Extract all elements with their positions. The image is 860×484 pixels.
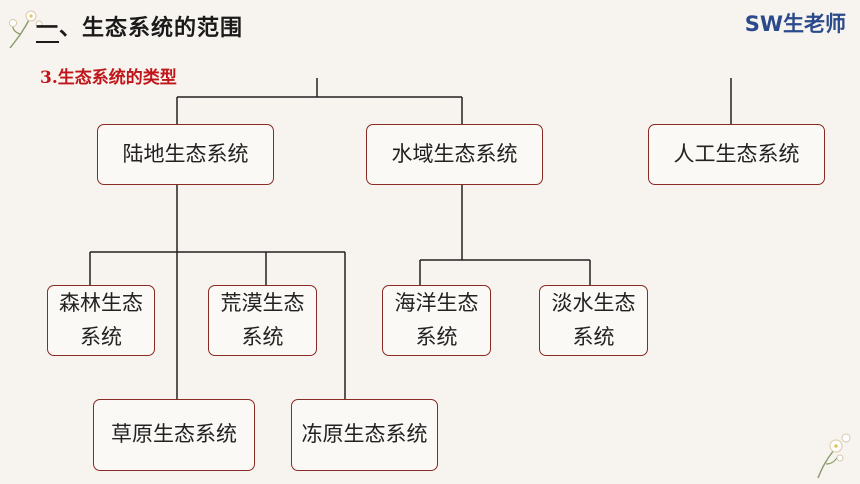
- section-subtitle-text: 生态系统的类型: [57, 68, 177, 88]
- brand-label: SW生老师: [744, 12, 846, 36]
- node-freshwater-line2: 系统: [572, 324, 615, 349]
- node-forest: 森林生态 系统: [47, 285, 155, 356]
- node-tundra-label: 冻原生态系统: [301, 422, 428, 447]
- node-forest-line2: 系统: [80, 324, 122, 349]
- node-marine-line2: 系统: [415, 324, 458, 349]
- node-freshwater: 淡水生态 系统: [539, 285, 648, 356]
- node-desert-line1: 荒漠生态: [220, 290, 305, 315]
- node-aquatic: 水域生态系统: [366, 124, 543, 185]
- node-desert: 荒漠生态 系统: [208, 285, 317, 356]
- node-grassland-label: 草原生态系统: [111, 422, 237, 447]
- section-subtitle: 3.生态系统的类型: [40, 63, 177, 88]
- node-aquatic-label: 水域生态系统: [391, 141, 518, 166]
- node-marine-line1: 海洋生态: [394, 290, 479, 315]
- flower-decoration-icon: [8, 10, 43, 49]
- node-terrestrial: 陆地生态系统: [97, 124, 274, 185]
- flower-decoration-icon: [817, 433, 851, 479]
- node-marine: 海洋生态 系统: [382, 285, 491, 356]
- node-terrestrial-label: 陆地生态系统: [122, 141, 249, 166]
- node-tundra: 冻原生态系统: [291, 399, 438, 471]
- node-freshwater-line1: 淡水生态: [551, 290, 636, 315]
- section-number: 3.: [40, 68, 58, 88]
- node-grassland: 草原生态系统: [93, 399, 255, 471]
- node-desert-line2: 系统: [241, 324, 284, 349]
- node-artificial-label: 人工生态系统: [673, 141, 800, 166]
- node-artificial: 人工生态系统: [648, 124, 825, 185]
- page-title-text: 、生态系统的范围: [59, 16, 244, 41]
- page-title: 一、生态系统的范围: [36, 10, 244, 43]
- node-forest-line1: 森林生态: [59, 290, 143, 315]
- page-title-prefix: 一: [36, 16, 60, 43]
